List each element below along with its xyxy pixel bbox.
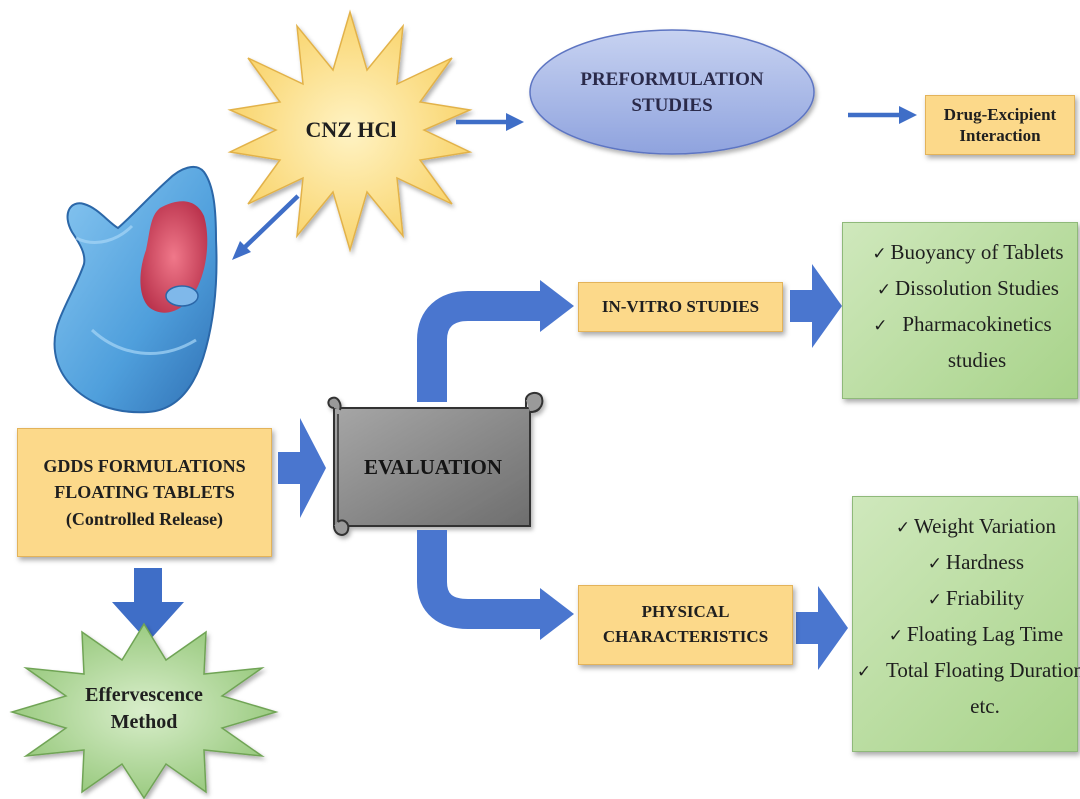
drug-starburst — [227, 9, 473, 253]
invitro-list-box: ✓Buoyancy of Tablets✓Dissolution Studies… — [842, 222, 1078, 399]
evaluation-label: EVALUATION — [340, 440, 526, 494]
list-item-text: Hardness — [945, 550, 1025, 574]
arrow-gdds-to-effervescence — [112, 568, 184, 642]
list-item-text: Weight Variation — [914, 514, 1056, 538]
stomach-illustration — [53, 165, 218, 414]
checkmark-icon: ✓ — [895, 518, 911, 537]
arrow-preformulation-to-interaction — [848, 106, 917, 124]
interaction-line-1: Drug-Excipient — [943, 104, 1057, 124]
interaction-box: Drug-Excipient Interaction — [925, 95, 1075, 155]
list-item-text: Friability — [945, 586, 1025, 610]
list-item-text: Total Floating Duration etc. — [885, 658, 1080, 718]
list-item-text: Pharmacokinetics studies — [902, 312, 1052, 372]
checkmark-icon: ✓ — [873, 316, 888, 335]
list-item: ✓ Pharmacokinetics studies — [855, 307, 1077, 377]
arrow-evaluation-to-invitro — [417, 280, 574, 402]
list-item: ✓Buoyancy of Tablets — [855, 235, 1077, 271]
gdds-line-3: (Controlled Release) — [65, 508, 224, 529]
list-item: ✓Floating Lag Time — [863, 617, 1080, 653]
gdds-line-2: FLOATING TABLETS — [54, 482, 235, 503]
checkmark-icon: ✓ — [927, 554, 943, 573]
physical-line-1: PHYSICAL — [641, 602, 730, 622]
preformulation-line-1: PREFORMULATION — [580, 69, 764, 91]
effervescence-line-2: Method — [110, 711, 178, 733]
list-item-text: Floating Lag Time — [906, 622, 1064, 646]
physical-box: PHYSICAL CHARACTERISTICS — [578, 585, 793, 665]
effervescence-label: Effervescence Method — [74, 678, 214, 740]
preformulation-label: PREFORMULATION STUDIES — [560, 60, 784, 126]
physical-line-2: CHARACTERISTICS — [602, 627, 769, 646]
checkmark-icon: ✓ — [888, 626, 903, 645]
list-item: ✓ Total Floating Duration etc. — [856, 653, 1080, 723]
arrow-drug-to-preformulation — [456, 113, 524, 131]
evaluation-scroll — [327, 392, 544, 536]
arrow-physical-to-list — [796, 586, 848, 670]
checkmark-icon: ✓ — [872, 244, 887, 263]
effervescence-starburst — [9, 622, 279, 799]
list-item-text: Buoyancy of Tablets — [890, 240, 1064, 264]
checkmark-icon: ✓ — [927, 590, 943, 609]
gdds-line-1: GDDS FORMULATIONS — [43, 456, 246, 477]
physical-list: ✓Weight Variation✓Hardness✓Friability✓Fl… — [856, 509, 1080, 723]
arrow-invitro-to-list — [790, 264, 842, 348]
list-item: ✓Weight Variation — [863, 509, 1080, 545]
preformulation-line-2: STUDIES — [631, 95, 713, 116]
physical-list-box: ✓Weight Variation✓Hardness✓Friability✓Fl… — [852, 496, 1080, 752]
preformulation-ellipse — [529, 29, 815, 155]
effervescence-line-1: Effervescence — [85, 684, 203, 706]
list-item: ✓Hardness — [863, 545, 1080, 581]
invitro-text: IN-VITRO STUDIES — [601, 297, 760, 317]
invitro-box: IN-VITRO STUDIES — [578, 282, 783, 332]
list-item: ✓Friability — [863, 581, 1080, 617]
list-item-text: Dissolution Studies — [895, 276, 1059, 300]
list-item: ✓Dissolution Studies — [855, 271, 1077, 307]
arrow-gdds-to-evaluation — [278, 418, 326, 518]
interaction-line-2: Interaction — [959, 126, 1041, 145]
checkmark-icon: ✓ — [856, 662, 872, 681]
drug-label: CNZ HCl — [290, 108, 412, 152]
gdds-box: GDDS FORMULATIONS FLOATING TABLETS (Cont… — [17, 428, 272, 557]
arrow-drug-to-stomach — [232, 194, 300, 260]
invitro-list: ✓Buoyancy of Tablets✓Dissolution Studies… — [855, 235, 1077, 377]
arrow-evaluation-to-physical — [417, 530, 574, 640]
checkmark-icon: ✓ — [876, 280, 892, 299]
drug-name: CNZ HCl — [305, 117, 397, 142]
evaluation-text: EVALUATION — [363, 454, 503, 479]
